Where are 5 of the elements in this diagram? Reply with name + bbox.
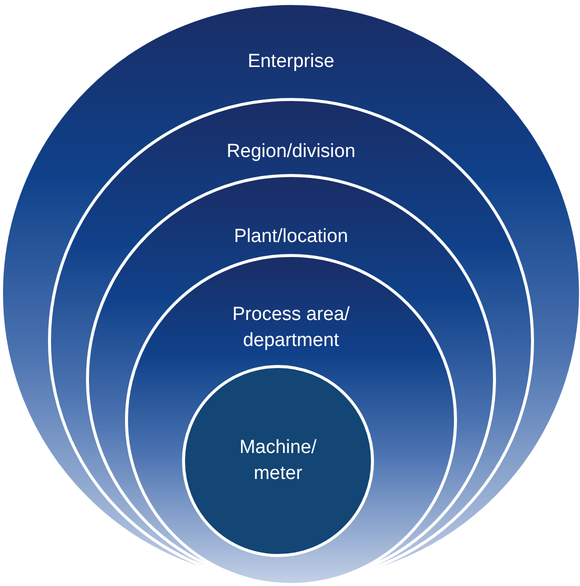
level-label: Enterprise — [246, 50, 336, 74]
level-label: Machine/ meter — [238, 436, 318, 486]
level-label: Region/division — [226, 140, 356, 164]
level-label: Plant/location — [232, 225, 350, 249]
level-label: Process area/ department — [231, 303, 351, 353]
